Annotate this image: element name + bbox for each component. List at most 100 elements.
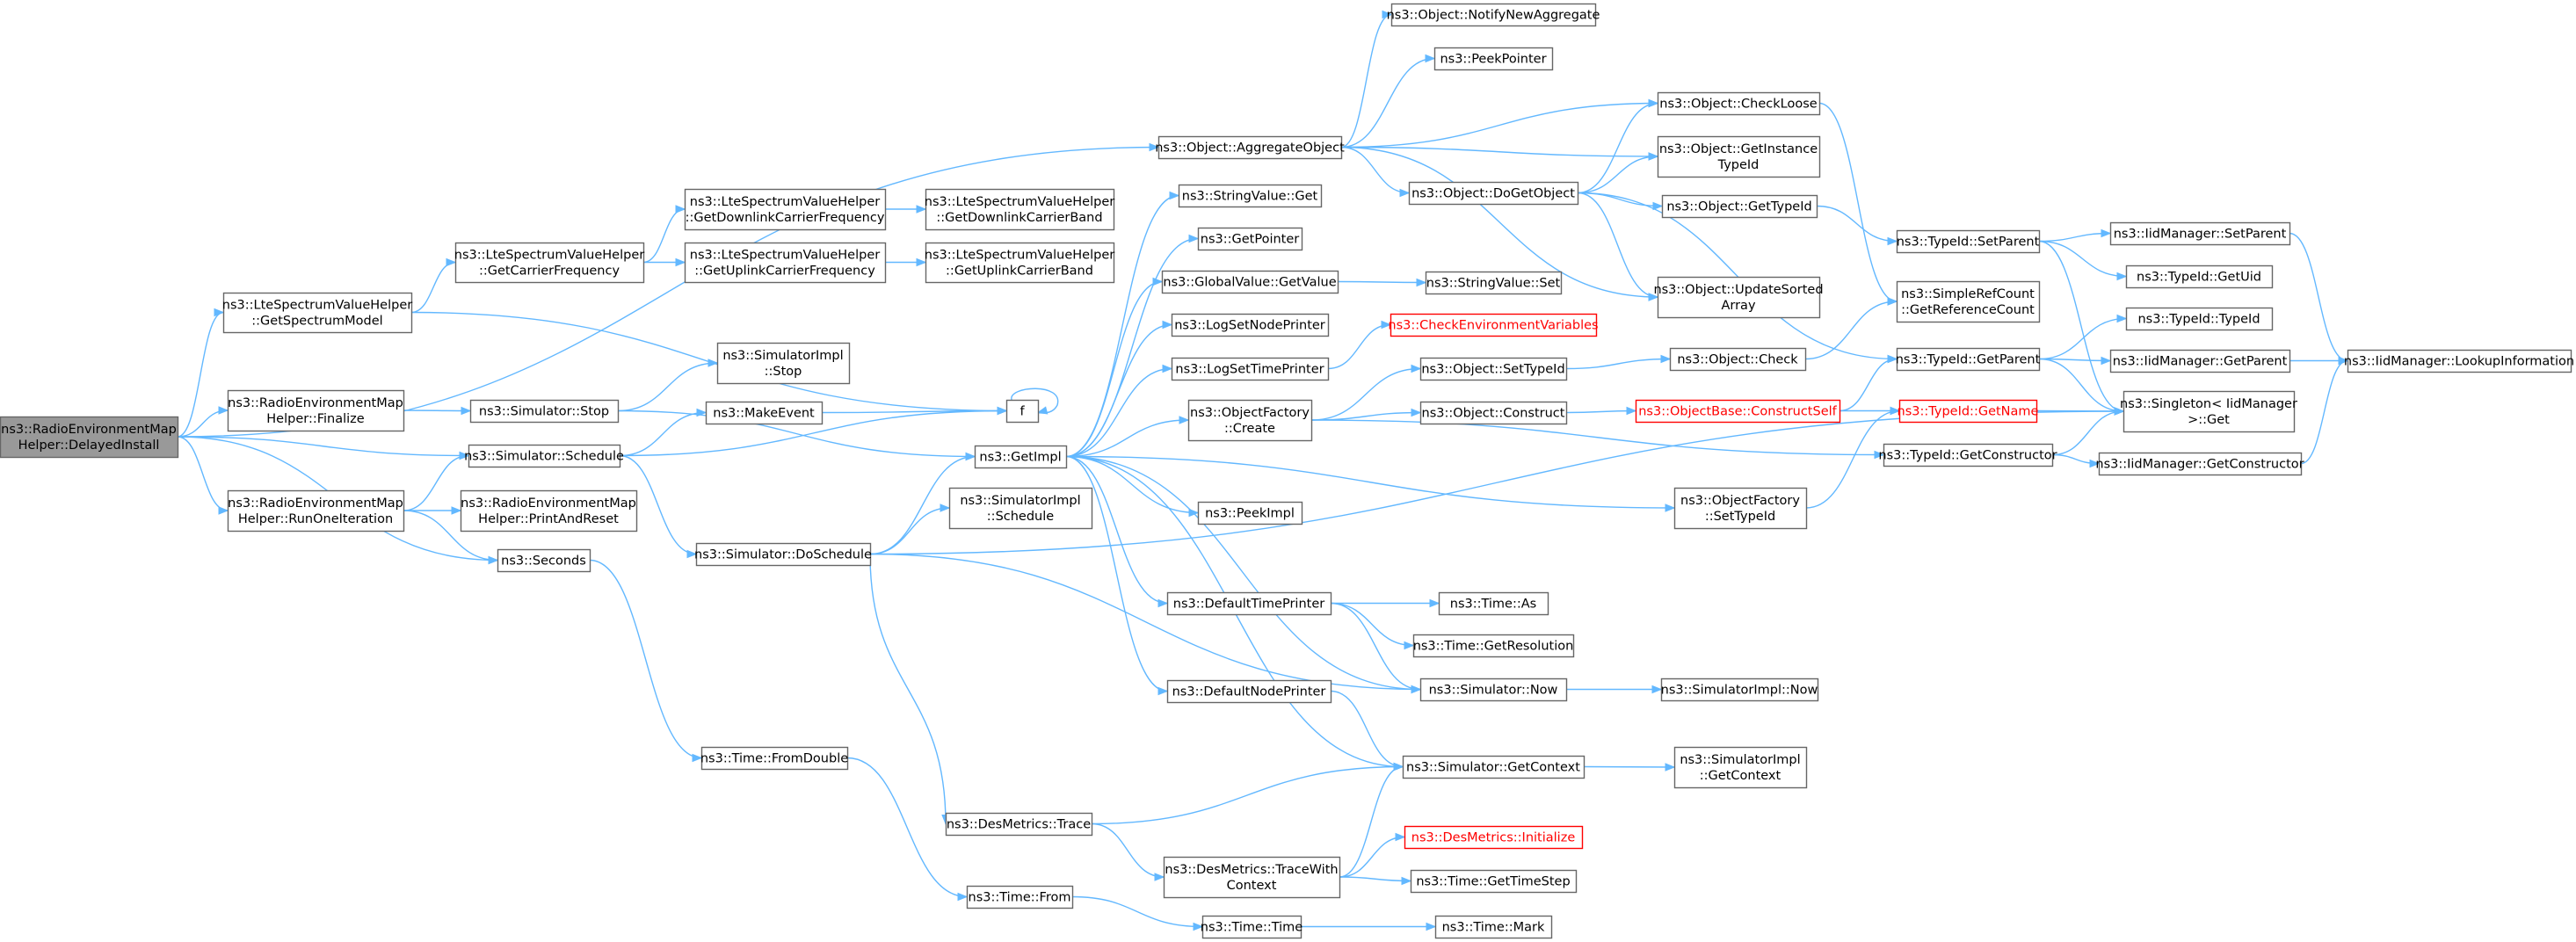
node-desinitialize[interactable]: ns3::DesMetrics::Initialize <box>1404 825 1584 850</box>
node-defaultnodeprinter[interactable]: ns3::DefaultNodePrinter <box>1166 679 1332 704</box>
node-fromdouble[interactable]: ns3::Time::FromDouble <box>700 746 848 771</box>
node-objectconstruct[interactable]: ns3::Object::Construct <box>1419 401 1568 425</box>
edge-line <box>1577 192 1898 360</box>
edge-iidsetparent-to-lookupinformation <box>2289 232 2349 366</box>
node-objgettypeid[interactable]: ns3::Object::GetTypeId <box>1661 194 1818 219</box>
node-typeidtypeid[interactable]: ns3::TypeId::TypeId <box>2125 307 2274 331</box>
node-globalvalueget[interactable]: ns3::GlobalValue::GetValue <box>1161 270 1339 294</box>
node-getcarrierfreq[interactable]: ns3::LteSpectrumValueHelper::GetCarrierF… <box>454 242 644 284</box>
node-iidgetparent[interactable]: ns3::IidManager::GetParent <box>2109 349 2291 373</box>
node-trace[interactable]: ns3::DesMetrics::Trace <box>945 812 1093 837</box>
node-typeidgetparent[interactable]: ns3::TypeId::GetParent <box>1896 347 2041 372</box>
node-objectcheck[interactable]: ns3::Object::Check <box>1669 347 1807 372</box>
node-typeidgetuid[interactable]: ns3::TypeId::GetUid <box>2125 264 2274 289</box>
node-getulcb[interactable]: ns3::LteSpectrumValueHelper::GetUplinkCa… <box>925 242 1114 284</box>
node-label: ns3::DesMetrics::Trace <box>947 818 1091 832</box>
node-defaulttimeprinter[interactable]: ns3::DefaultTimePrinter <box>1166 591 1332 616</box>
node-getspectrummodel[interactable]: ns3::LteSpectrumValueHelper::GetSpectrum… <box>222 292 412 334</box>
node-dogetobject[interactable]: ns3::Object::DoGetObject <box>1408 181 1579 206</box>
node-root[interactable]: ns3::RadioEnvironmentMapHelper::DelayedI… <box>0 416 179 459</box>
node-timemark[interactable]: ns3::Time::Mark <box>1434 915 1553 939</box>
node-constructself[interactable]: ns3::ObjectBase::ConstructSelf <box>1635 399 1841 424</box>
node-simnow[interactable]: ns3::Simulator::Now <box>1419 678 1568 702</box>
node-timefrom[interactable]: ns3::Time::From <box>966 885 1074 909</box>
node-stringvalueget[interactable]: ns3::StringValue::Get <box>1178 184 1323 208</box>
node-simimplgetcontext[interactable]: ns3::SimulatorImpl::GetContext <box>1673 746 1808 789</box>
node-checkloose[interactable]: ns3::Object::CheckLoose <box>1657 91 1821 116</box>
node-getreferencecount[interactable]: ns3::SimpleRefCount::GetReferenceCount <box>1896 280 2041 323</box>
node-stringvalueset[interactable]: ns3::StringValue::Set <box>1425 271 1563 295</box>
node-simimplnow[interactable]: ns3::SimulatorImpl::Now <box>1661 678 1819 702</box>
node-getpointer[interactable]: ns3::GetPointer <box>1197 227 1303 251</box>
node-iidsetparent[interactable]: ns3::IidManager::SetParent <box>2109 221 2291 246</box>
node-objfactorysettypeid[interactable]: ns3::ObjectFactory::SetTypeId <box>1673 487 1808 530</box>
node-schedule[interactable]: ns3::Simulator::Schedule <box>464 444 624 468</box>
edge-makeevent-to-f <box>821 406 1008 416</box>
node-lookupinformation[interactable]: ns3::IidManager::LookupInformation <box>2344 349 2574 373</box>
node-singletonget[interactable]: ns3::Singleton< IidManager>::Get <box>2120 390 2297 433</box>
node-runoneiteration[interactable]: ns3::RadioEnvironmentMapHelper::RunOneIt… <box>227 489 405 533</box>
node-logsettimeprinter[interactable]: ns3::LogSetTimePrinter <box>1171 357 1330 381</box>
node-timegetresolution[interactable]: ns3::Time::GetResolution <box>1413 634 1575 658</box>
edge-arrowhead <box>446 257 457 267</box>
node-label: ns3::Object::NotifyNewAggregate <box>1387 9 1600 23</box>
node-getdlcf[interactable]: ns3::LteSpectrumValueHelper::GetDownlink… <box>684 188 887 231</box>
edge-root-to-getspectrummodel <box>177 308 225 438</box>
node-timetime[interactable]: ns3::Time::Time <box>1201 915 1303 939</box>
node-simstop[interactable]: ns3::Simulator::Stop <box>469 399 620 424</box>
edge-line <box>1340 102 1658 149</box>
node-makeevent[interactable]: ns3::MakeEvent <box>705 401 824 425</box>
node-peekpointer[interactable]: ns3::PeekPointer <box>1433 47 1554 71</box>
edge-arrowhead <box>1426 922 1437 931</box>
edge-getimpl-to-defaultnodeprinter <box>1065 455 1169 696</box>
node-seconds[interactable]: ns3::Seconds <box>497 548 591 573</box>
edge-getcarrierfreq-to-getulcf <box>642 257 686 267</box>
node-box <box>1171 313 1330 337</box>
node-box <box>1161 270 1339 294</box>
node-label: ns3::Time::From <box>969 891 1071 905</box>
node-doschedule[interactable]: ns3::Simulator::DoSchedule <box>694 542 872 567</box>
node-simgetcontext[interactable]: ns3::Simulator::GetContext <box>1402 755 1586 779</box>
node-peekimpl[interactable]: ns3::PeekImpl <box>1197 501 1303 525</box>
edge-line <box>1340 57 1435 149</box>
node-aggregateobject[interactable]: ns3::Object::AggregateObject <box>1155 135 1345 160</box>
node-printandreset[interactable]: ns3::RadioEnvironmentMapHelper::PrintAnd… <box>460 489 638 533</box>
edge-arrowhead <box>1648 152 1659 161</box>
node-logsetnodeprinter[interactable]: ns3::LogSetNodePrinter <box>1171 313 1330 337</box>
edge-schedule-to-makeevent <box>619 408 707 457</box>
edge-line <box>1340 146 1410 194</box>
node-iidgetconstructor[interactable]: ns3::IidManager::GetConstructor <box>2095 452 2304 476</box>
node-objectsettypeid[interactable]: ns3::Object::SetTypeId <box>1419 357 1568 381</box>
graph-edges <box>177 10 2349 931</box>
node-typeidgetconstructor[interactable]: ns3::TypeId::GetConstructor <box>1878 443 2057 467</box>
node-simimplschedule[interactable]: ns3::SimulatorImpl::Schedule <box>948 487 1093 530</box>
node-gettimestep[interactable]: ns3::Time::GetTimeStep <box>1410 869 1578 894</box>
node-objfactorycreate[interactable]: ns3::ObjectFactory::Create <box>1187 399 1313 442</box>
edge-line <box>2038 232 2111 243</box>
node-getdlcb[interactable]: ns3::LteSpectrumValueHelper::GetDownlink… <box>925 188 1114 231</box>
node-label: ::GetContext <box>1700 769 1781 783</box>
node-timeas[interactable]: ns3::Time::As <box>1438 591 1549 616</box>
node-getulcf[interactable]: ns3::LteSpectrumValueHelper::GetUplinkCa… <box>684 242 887 284</box>
node-checkenvvars[interactable]: ns3::CheckEnvironmentVariables <box>1388 313 1599 337</box>
node-notifynewaggregate[interactable]: ns3::Object::NotifyNewAggregate <box>1387 3 1600 27</box>
node-simimplstop[interactable]: ns3::SimulatorImpl::Stop <box>716 342 851 385</box>
edge-arrowhead <box>916 205 927 214</box>
edge-f-to-f <box>1011 388 1059 415</box>
node-box <box>1635 399 1841 424</box>
node-label: ns3::TypeId::GetName <box>1898 405 2039 419</box>
node-f[interactable]: f <box>1005 399 1040 424</box>
node-getimpl[interactable]: ns3::GetImpl <box>974 445 1068 469</box>
edge-line <box>410 261 456 314</box>
node-typeidgetname[interactable]: ns3::TypeId::GetName <box>1898 399 2039 424</box>
node-typeidsetparent[interactable]: ns3::TypeId::SetParent <box>1897 229 2041 254</box>
edge-getimpl-to-objfactorycreate <box>1065 416 1190 458</box>
node-label: ns3::RadioEnvironmentMap <box>1 423 177 437</box>
edge-getimpl-to-logsettimeprinter <box>1065 364 1173 458</box>
node-label: ns3::RadioEnvironmentMap <box>228 496 403 511</box>
node-label: ns3::SimulatorImpl::Now <box>1661 684 1818 698</box>
